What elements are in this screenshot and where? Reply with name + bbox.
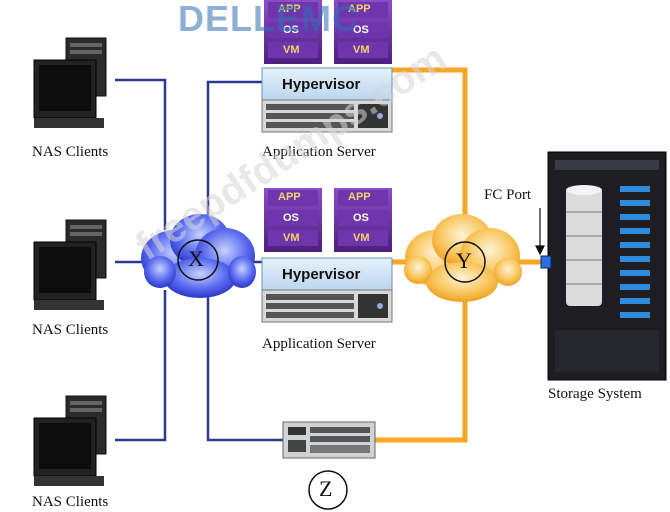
device-z xyxy=(282,421,376,459)
storage-system-label: Storage System xyxy=(548,386,642,402)
link-x-server1 xyxy=(206,80,262,230)
vm-2b-vm: VM xyxy=(353,232,370,244)
fc-port-arrow xyxy=(535,208,545,256)
cloud-y-label: Y xyxy=(456,248,472,273)
link-nas1-x xyxy=(115,78,167,230)
application-server-label-2: Application Server xyxy=(262,336,376,352)
vm-1b-os: OS xyxy=(353,24,369,36)
nas-clients-label-1: NAS Clients xyxy=(32,144,109,160)
vm-1a-os: OS xyxy=(283,24,299,36)
node-z-marker xyxy=(308,470,348,510)
storage-system xyxy=(547,151,667,381)
application-server-label-1: Application Server xyxy=(262,144,376,160)
vm-1a-app: APP xyxy=(278,3,301,15)
vm-1b-app: APP xyxy=(348,3,371,15)
storage-disk-stack xyxy=(566,185,602,306)
nas-client-3 xyxy=(33,395,107,486)
vm-2b-os: OS xyxy=(353,212,369,224)
fc-port-label: FC Port xyxy=(484,187,532,203)
storage-bay-lights xyxy=(620,186,650,318)
hypervisor-bar-1 xyxy=(261,67,393,101)
nas-client-2 xyxy=(33,219,107,310)
cloud-x-label: X xyxy=(188,246,204,271)
fc-links xyxy=(375,67,543,443)
vm-1b-vm: VM xyxy=(353,44,370,56)
cloud-x xyxy=(141,214,256,298)
fc-port-icon xyxy=(540,255,552,269)
hypervisor-label-2: Hypervisor xyxy=(282,266,361,283)
cloud-x-marker xyxy=(177,239,219,281)
application-server-1 xyxy=(261,0,393,133)
link-nas3-x xyxy=(115,290,167,442)
link-z-y xyxy=(375,300,468,443)
link-server1-y xyxy=(392,67,468,225)
nas-clients-label-3: NAS Clients xyxy=(32,494,109,510)
nas-clients-label-2: NAS Clients xyxy=(32,322,109,338)
cloud-y xyxy=(404,214,522,302)
application-server-2 xyxy=(261,188,393,323)
cloud-y-marker xyxy=(444,241,486,283)
vm-2a-vm: VM xyxy=(283,232,300,244)
vm-2a-os: OS xyxy=(283,212,299,224)
ip-links xyxy=(115,78,283,442)
node-z-label: Z xyxy=(319,476,333,501)
nas-client-1 xyxy=(33,37,107,128)
hypervisor-label-1: Hypervisor xyxy=(282,76,361,93)
vm-2b-app: APP xyxy=(348,191,371,203)
vm-1a-vm: VM xyxy=(283,44,300,56)
link-x-z xyxy=(206,290,283,442)
vm-2a-app: APP xyxy=(278,191,301,203)
hypervisor-bar-2 xyxy=(261,257,393,291)
